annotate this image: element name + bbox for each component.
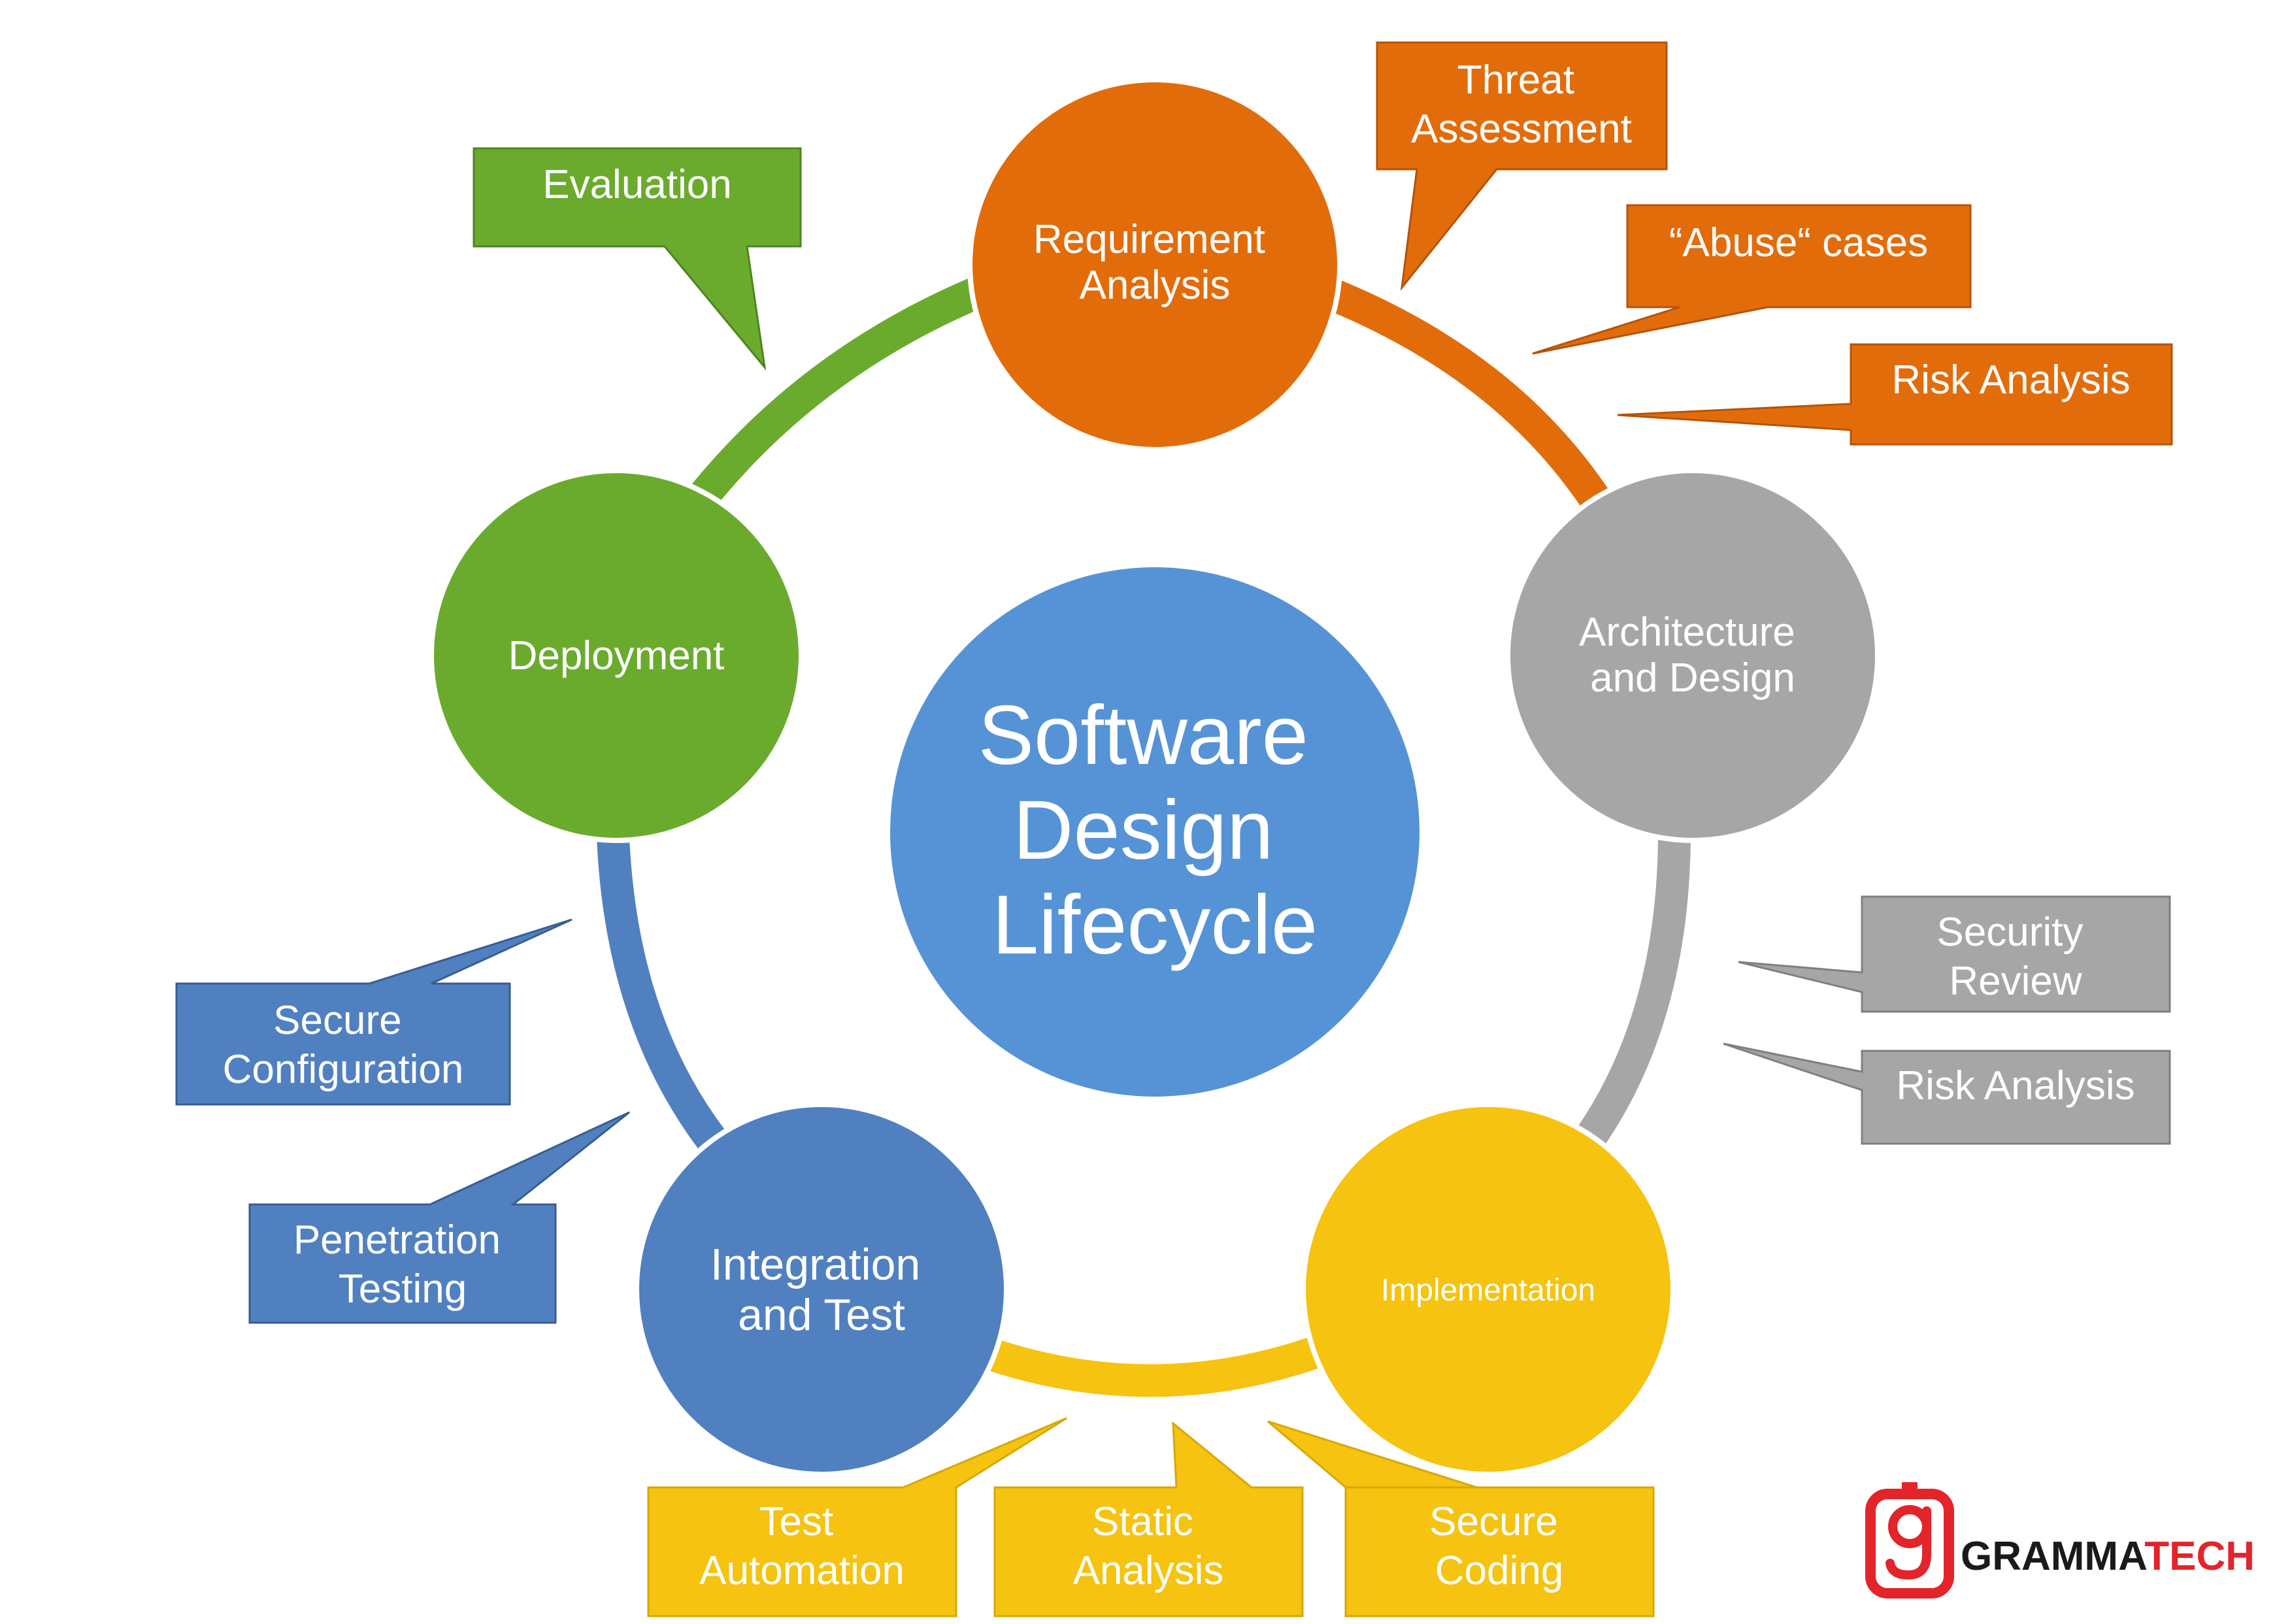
deployment-line-1: Deployment xyxy=(508,633,725,678)
node-integration-and-test: Integration and Test xyxy=(634,1102,1009,1477)
callout-secure-coding: Secure Coding xyxy=(1267,1420,1655,1617)
callout-threat-assessment: Threat Assessment xyxy=(1376,41,1668,291)
svg-text:Architecture and Design: Architecture and Design xyxy=(1579,610,1806,701)
center-software-design-lifecycle: Software Design Lifecycle xyxy=(890,567,1420,1097)
center-line-2: Design xyxy=(1013,784,1273,877)
svg-text:Test Automation: Test Automation xyxy=(699,1499,905,1593)
integration-line-1: Integration xyxy=(710,1240,920,1289)
penetration-line-1: Penetration xyxy=(293,1218,501,1263)
logo-text-gramma: GRAMMA xyxy=(1961,1534,2147,1579)
risk-arch-line-1: Risk Analysis xyxy=(1896,1063,2134,1108)
arc-integration-to-deployment xyxy=(597,835,725,1151)
integration-line-2: and Test xyxy=(738,1290,905,1340)
security-review-line-1: Security xyxy=(1936,910,2083,955)
node-implementation: Implementation xyxy=(1301,1102,1676,1477)
arc-requirement-to-architecture xyxy=(1320,276,1608,508)
callout-risk-analysis-requirements: Risk Analysis xyxy=(1617,343,2173,446)
center-line-3: Lifecycle xyxy=(992,878,1318,972)
security-review-line-2: Review xyxy=(1949,959,2082,1004)
svg-text:Integration and Test: Integration and Test xyxy=(710,1240,933,1340)
risk-req-line-1: Risk Analysis xyxy=(1891,357,2130,403)
svg-text:GRAMMATECH: GRAMMATECH xyxy=(1961,1534,2255,1579)
svg-text:Security Review: Security Review xyxy=(1936,910,2094,1004)
test-automation-line-2: Automation xyxy=(699,1548,905,1593)
callout-secure-configuration: Secure Configuration xyxy=(175,918,573,1106)
secure-coding-line-2: Coding xyxy=(1435,1548,1563,1593)
svg-text:Threat Assessment: Threat Assessment xyxy=(1411,58,1632,152)
svg-text:Static Analysis: Static Analysis xyxy=(1073,1499,1224,1593)
callout-abuse-cases: “Abuse“ cases xyxy=(1532,204,1972,355)
secure-config-line-1: Secure xyxy=(273,998,401,1043)
node-requirement-analysis: Requirement Analysis xyxy=(967,77,1342,452)
grammatech-logo: GRAMMATECH xyxy=(1865,1482,2255,1599)
implementation-line-1: Implementation xyxy=(1381,1273,1595,1308)
svg-text:Penetration Testing: Penetration Testing xyxy=(293,1218,512,1312)
secure-coding-line-1: Secure xyxy=(1429,1499,1557,1544)
logo-text-tech: TECH xyxy=(2144,1534,2255,1579)
callout-risk-analysis-architecture: Risk Analysis xyxy=(1723,1042,2171,1145)
arc-implementation-to-integration xyxy=(981,1337,1320,1397)
callout-static-analysis: Static Analysis xyxy=(993,1421,1304,1617)
evaluation-line-1: Evaluation xyxy=(542,162,732,207)
threat-line-2: Assessment xyxy=(1411,107,1632,152)
svg-text:Requirement Analysis: Requirement Analysis xyxy=(1033,217,1276,308)
center-line-1: Software xyxy=(978,689,1308,782)
grammatech-g-icon xyxy=(1865,1482,1954,1599)
svg-text:Secure Configuration: Secure Configuration xyxy=(223,998,464,1092)
arc-deployment-to-requirement xyxy=(688,276,984,510)
abuse-line-1: “Abuse“ cases xyxy=(1669,220,1928,265)
callout-security-review: Security Review xyxy=(1738,895,2171,1013)
threat-line-1: Threat xyxy=(1457,58,1574,103)
callout-penetration-testing: Penetration Testing xyxy=(248,1111,630,1324)
callout-test-automation: Test Automation xyxy=(647,1417,1067,1617)
secure-config-line-2: Configuration xyxy=(223,1047,464,1092)
callout-evaluation: Evaluation xyxy=(473,147,802,371)
lifecycle-arcs xyxy=(597,276,1691,1397)
architecture-line-2: and Design xyxy=(1590,655,1795,701)
svg-text:Secure Coding: Secure Coding xyxy=(1429,1499,1569,1593)
static-analysis-line-2: Analysis xyxy=(1073,1548,1224,1593)
arc-architecture-to-implementation xyxy=(1574,836,1691,1150)
architecture-line-1: Architecture xyxy=(1579,610,1795,655)
node-architecture-and-design: Architecture and Design xyxy=(1505,468,1880,843)
svg-text:Software Design Li: Software Design Lifecycle xyxy=(978,689,1332,972)
node-deployment: Deployment xyxy=(429,468,804,843)
penetration-line-2: Testing xyxy=(339,1267,467,1312)
test-automation-line-1: Test xyxy=(759,1499,834,1544)
requirement-line-1: Requirement xyxy=(1033,217,1265,262)
requirement-line-2: Analysis xyxy=(1080,263,1231,308)
static-analysis-line-1: Static xyxy=(1092,1499,1193,1544)
